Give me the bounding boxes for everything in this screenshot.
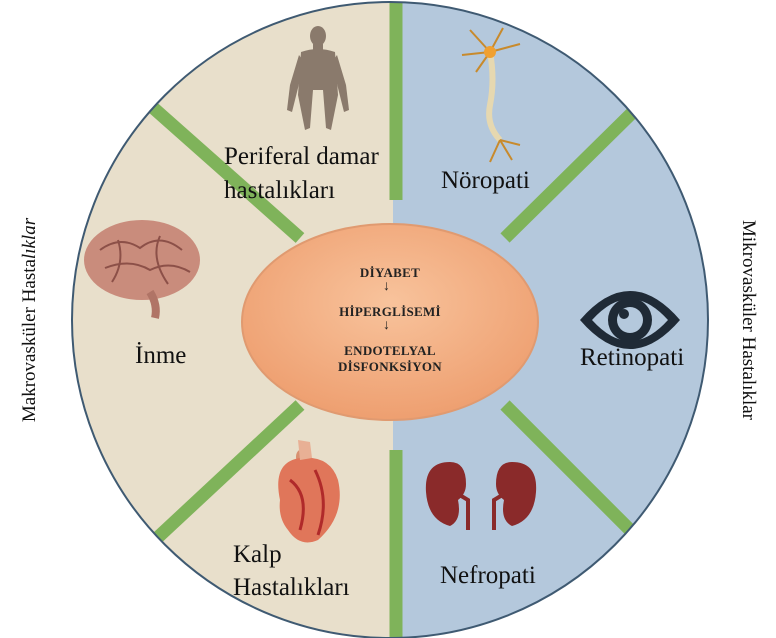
label-neuropathy: Nöropati — [441, 166, 530, 196]
label-retinopathy: Retinopati — [580, 343, 684, 373]
label-heart-2: Hastalıkları — [233, 573, 350, 603]
label-peripheral-2: hastalıkları — [224, 176, 335, 206]
label-nephropathy: Nefropati — [440, 561, 536, 591]
neuron-body — [484, 46, 496, 58]
center-line-disfonksiyon: DİSFONKSİYON — [270, 359, 510, 375]
center-arrow-1: ↓ — [383, 279, 390, 295]
center-ellipse — [242, 224, 538, 420]
label-heart-1: Kalp — [233, 540, 282, 570]
center-line-diyabet: DİYABET — [270, 265, 510, 281]
side-label-macro: Makrovasküler Hastalıklar — [19, 218, 41, 422]
center-line-hiperglisemi: HİPERGLİSEMİ — [270, 304, 510, 320]
label-stroke: İnme — [135, 341, 186, 371]
side-label-micro: Mikrovasküler Hastalıklar — [737, 220, 759, 420]
side-label-macro-italic: lıklar — [19, 218, 40, 259]
side-label-macro-main: Makrovasküler Hasta — [19, 259, 40, 422]
center-arrow-2: ↓ — [383, 318, 390, 334]
label-peripheral: Periferal damar — [224, 142, 379, 172]
center-line-endotelyal: ENDOTELYAL — [270, 343, 510, 359]
